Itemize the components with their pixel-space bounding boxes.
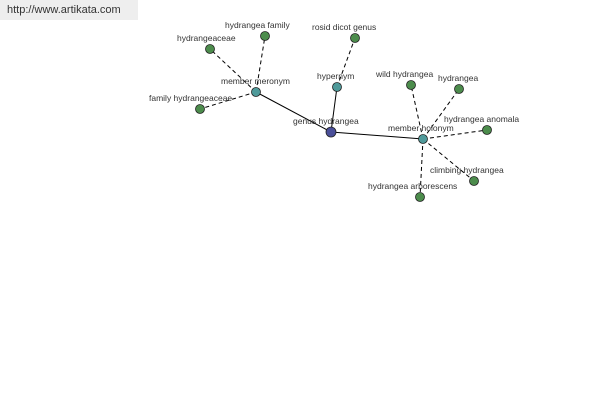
leaf-node-hydrangea-arborescens[interactable] <box>415 192 425 202</box>
center-node[interactable] <box>325 126 337 138</box>
edge-rosid-dicot-genus <box>336 37 356 88</box>
edge-meronym <box>255 91 332 133</box>
edge-wild-hydrangea <box>410 84 424 140</box>
leaf-label-rosid-dicot-genus[interactable]: rosid dicot genus <box>312 22 376 32</box>
relation-node-meronym[interactable] <box>251 87 261 97</box>
edge-hydrangea-anomala <box>422 129 488 140</box>
leaf-node-hydrangea[interactable] <box>454 84 464 94</box>
relation-label-meronym[interactable]: member meronym <box>221 76 290 86</box>
edge-hydrangeaceae <box>209 48 257 93</box>
leaf-node-family-hydrangeaceae[interactable] <box>195 104 205 114</box>
graph-labels: genus hydrangea member meronym hypernym mem… <box>149 20 519 191</box>
edge-holonym <box>330 131 424 140</box>
leaf-node-climbing-hydrangea[interactable] <box>469 176 479 186</box>
leaf-label-hydrangea[interactable]: hydrangea <box>438 73 478 83</box>
relation-label-hypernym[interactable]: hypernym <box>317 71 354 81</box>
leaf-label-hydrangea-arborescens[interactable]: hydrangea arborescens <box>368 181 457 191</box>
leaf-node-wild-hydrangea[interactable] <box>406 80 416 90</box>
graph-edges <box>199 35 488 198</box>
edge-hydrangea-arborescens <box>419 138 424 198</box>
leaf-node-hydrangea-family[interactable] <box>260 31 270 41</box>
relation-node-holonym[interactable] <box>418 134 428 144</box>
center-label[interactable]: genus hydrangea <box>293 116 359 126</box>
relation-label-holonym[interactable]: member holonym <box>388 123 454 133</box>
edge-hypernym <box>330 86 338 133</box>
leaf-label-hydrangea-family[interactable]: hydrangea family <box>225 20 290 30</box>
leaf-node-hydrangea-anomala[interactable] <box>482 125 492 135</box>
graph-nodes <box>195 31 492 202</box>
leaf-node-rosid-dicot-genus[interactable] <box>350 33 360 43</box>
leaf-node-hydrangeaceae[interactable] <box>205 44 215 54</box>
source-link[interactable]: http://www.artikata.com <box>0 0 138 20</box>
edge-family-hydrangeaceae <box>199 91 257 110</box>
edge-hydrangea-family <box>255 35 266 93</box>
relation-node-hypernym[interactable] <box>332 82 342 92</box>
leaf-label-hydrangeaceae[interactable]: hydrangeaceae <box>177 33 236 43</box>
edge-hydrangea <box>422 88 460 140</box>
leaf-label-climbing-hydrangea[interactable]: climbing hydrangea <box>430 165 504 175</box>
leaf-label-family-hydrangeaceae[interactable]: family hydrangeaceae <box>149 93 232 103</box>
leaf-label-wild-hydrangea[interactable]: wild hydrangea <box>375 69 433 79</box>
leaf-label-hydrangea-anomala[interactable]: hydrangea anomala <box>444 114 519 124</box>
